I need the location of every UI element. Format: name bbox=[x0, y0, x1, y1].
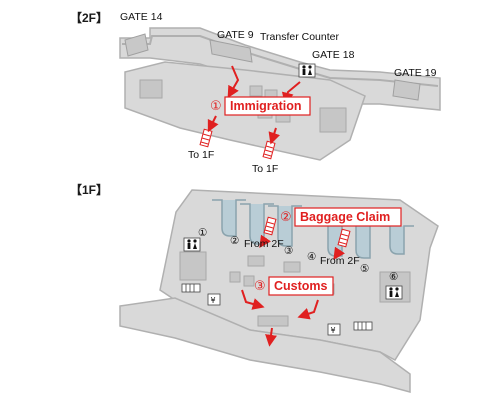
1f-counter bbox=[247, 255, 265, 267]
1f-counter bbox=[283, 261, 301, 273]
to-1f-label: To 1F bbox=[252, 163, 278, 175]
atm-icon bbox=[181, 283, 201, 293]
atm-icon bbox=[353, 321, 373, 331]
1f-exit-gate bbox=[257, 315, 289, 327]
floor-label-1f: 【1F】 bbox=[70, 182, 108, 197]
step-label: Baggage Claim bbox=[300, 210, 390, 224]
step-label: Immigration bbox=[230, 99, 302, 113]
carousel-number: ⑥ bbox=[389, 271, 398, 283]
step-number: ① bbox=[210, 99, 222, 114]
carousel-number: ⑤ bbox=[360, 263, 369, 275]
from-2f-label: From 2F bbox=[320, 255, 360, 267]
step-number: ③ bbox=[254, 279, 266, 294]
yen-exchange-icon: ¥ bbox=[327, 323, 341, 336]
step-immigration-callout: ① Immigration bbox=[210, 96, 311, 116]
transfer-counter-label: Transfer Counter bbox=[260, 31, 339, 43]
carousel-number: ② bbox=[230, 235, 239, 247]
step-box bbox=[224, 96, 311, 116]
1f-landside-concourse bbox=[119, 297, 411, 393]
step-baggage-claim-callout: ② Baggage Claim bbox=[280, 207, 402, 227]
yen-exchange-icon: ¥ bbox=[207, 293, 221, 306]
floor-1f-plan: ¥ ¥ bbox=[119, 189, 439, 393]
to-1f-label: To 1F bbox=[188, 149, 214, 161]
baggage-carousel bbox=[268, 205, 302, 247]
baggage-carousel bbox=[212, 199, 246, 237]
customs-booth bbox=[229, 271, 241, 283]
gate-label: GATE 14 bbox=[120, 11, 163, 23]
2f-gate14-pier bbox=[124, 33, 149, 57]
gate-label: GATE 9 bbox=[217, 29, 254, 41]
route-arrow bbox=[259, 234, 271, 248]
route-arrow bbox=[227, 65, 240, 99]
carousel-number: ③ bbox=[284, 245, 293, 257]
2f-concourse bbox=[119, 27, 441, 111]
escalator-icon bbox=[263, 216, 277, 236]
customs-booth bbox=[243, 275, 255, 287]
gate-label: GATE 19 bbox=[394, 67, 437, 79]
1f-room-block bbox=[179, 251, 207, 281]
escalator-icon bbox=[337, 228, 351, 248]
route-arrow bbox=[265, 327, 277, 347]
restroom-icon bbox=[385, 285, 403, 300]
baggage-carousel bbox=[346, 221, 380, 259]
step-number: ② bbox=[280, 210, 292, 225]
step-box bbox=[294, 207, 402, 227]
baggage-carousel bbox=[380, 225, 414, 255]
floor-2f-plan bbox=[119, 27, 441, 161]
yen-symbol: ¥ bbox=[331, 326, 336, 335]
route-arrow bbox=[268, 127, 280, 145]
route-arrow bbox=[241, 289, 265, 310]
step-customs-callout: ③ Customs bbox=[254, 276, 334, 296]
2f-booth bbox=[249, 85, 263, 97]
gate-label: GATE 18 bbox=[312, 49, 355, 61]
route-arrow bbox=[207, 115, 219, 133]
restroom-icon bbox=[298, 63, 316, 78]
2f-gate9-pier bbox=[209, 39, 253, 63]
restroom-icon bbox=[183, 237, 201, 252]
2f-room-block bbox=[139, 79, 163, 99]
yen-symbol: ¥ bbox=[211, 296, 216, 305]
carousel-number: ① bbox=[198, 227, 207, 239]
floor-label-2f: 【2F】 bbox=[70, 10, 108, 25]
route-arrow bbox=[333, 246, 345, 260]
step-box bbox=[268, 276, 334, 296]
route-arrow bbox=[297, 299, 319, 320]
step-label: Customs bbox=[274, 279, 328, 293]
2f-gate19-pier bbox=[392, 79, 421, 101]
2f-room-block bbox=[319, 107, 347, 133]
carousel-number: ④ bbox=[307, 251, 316, 263]
from-2f-label: From 2F bbox=[244, 238, 284, 250]
